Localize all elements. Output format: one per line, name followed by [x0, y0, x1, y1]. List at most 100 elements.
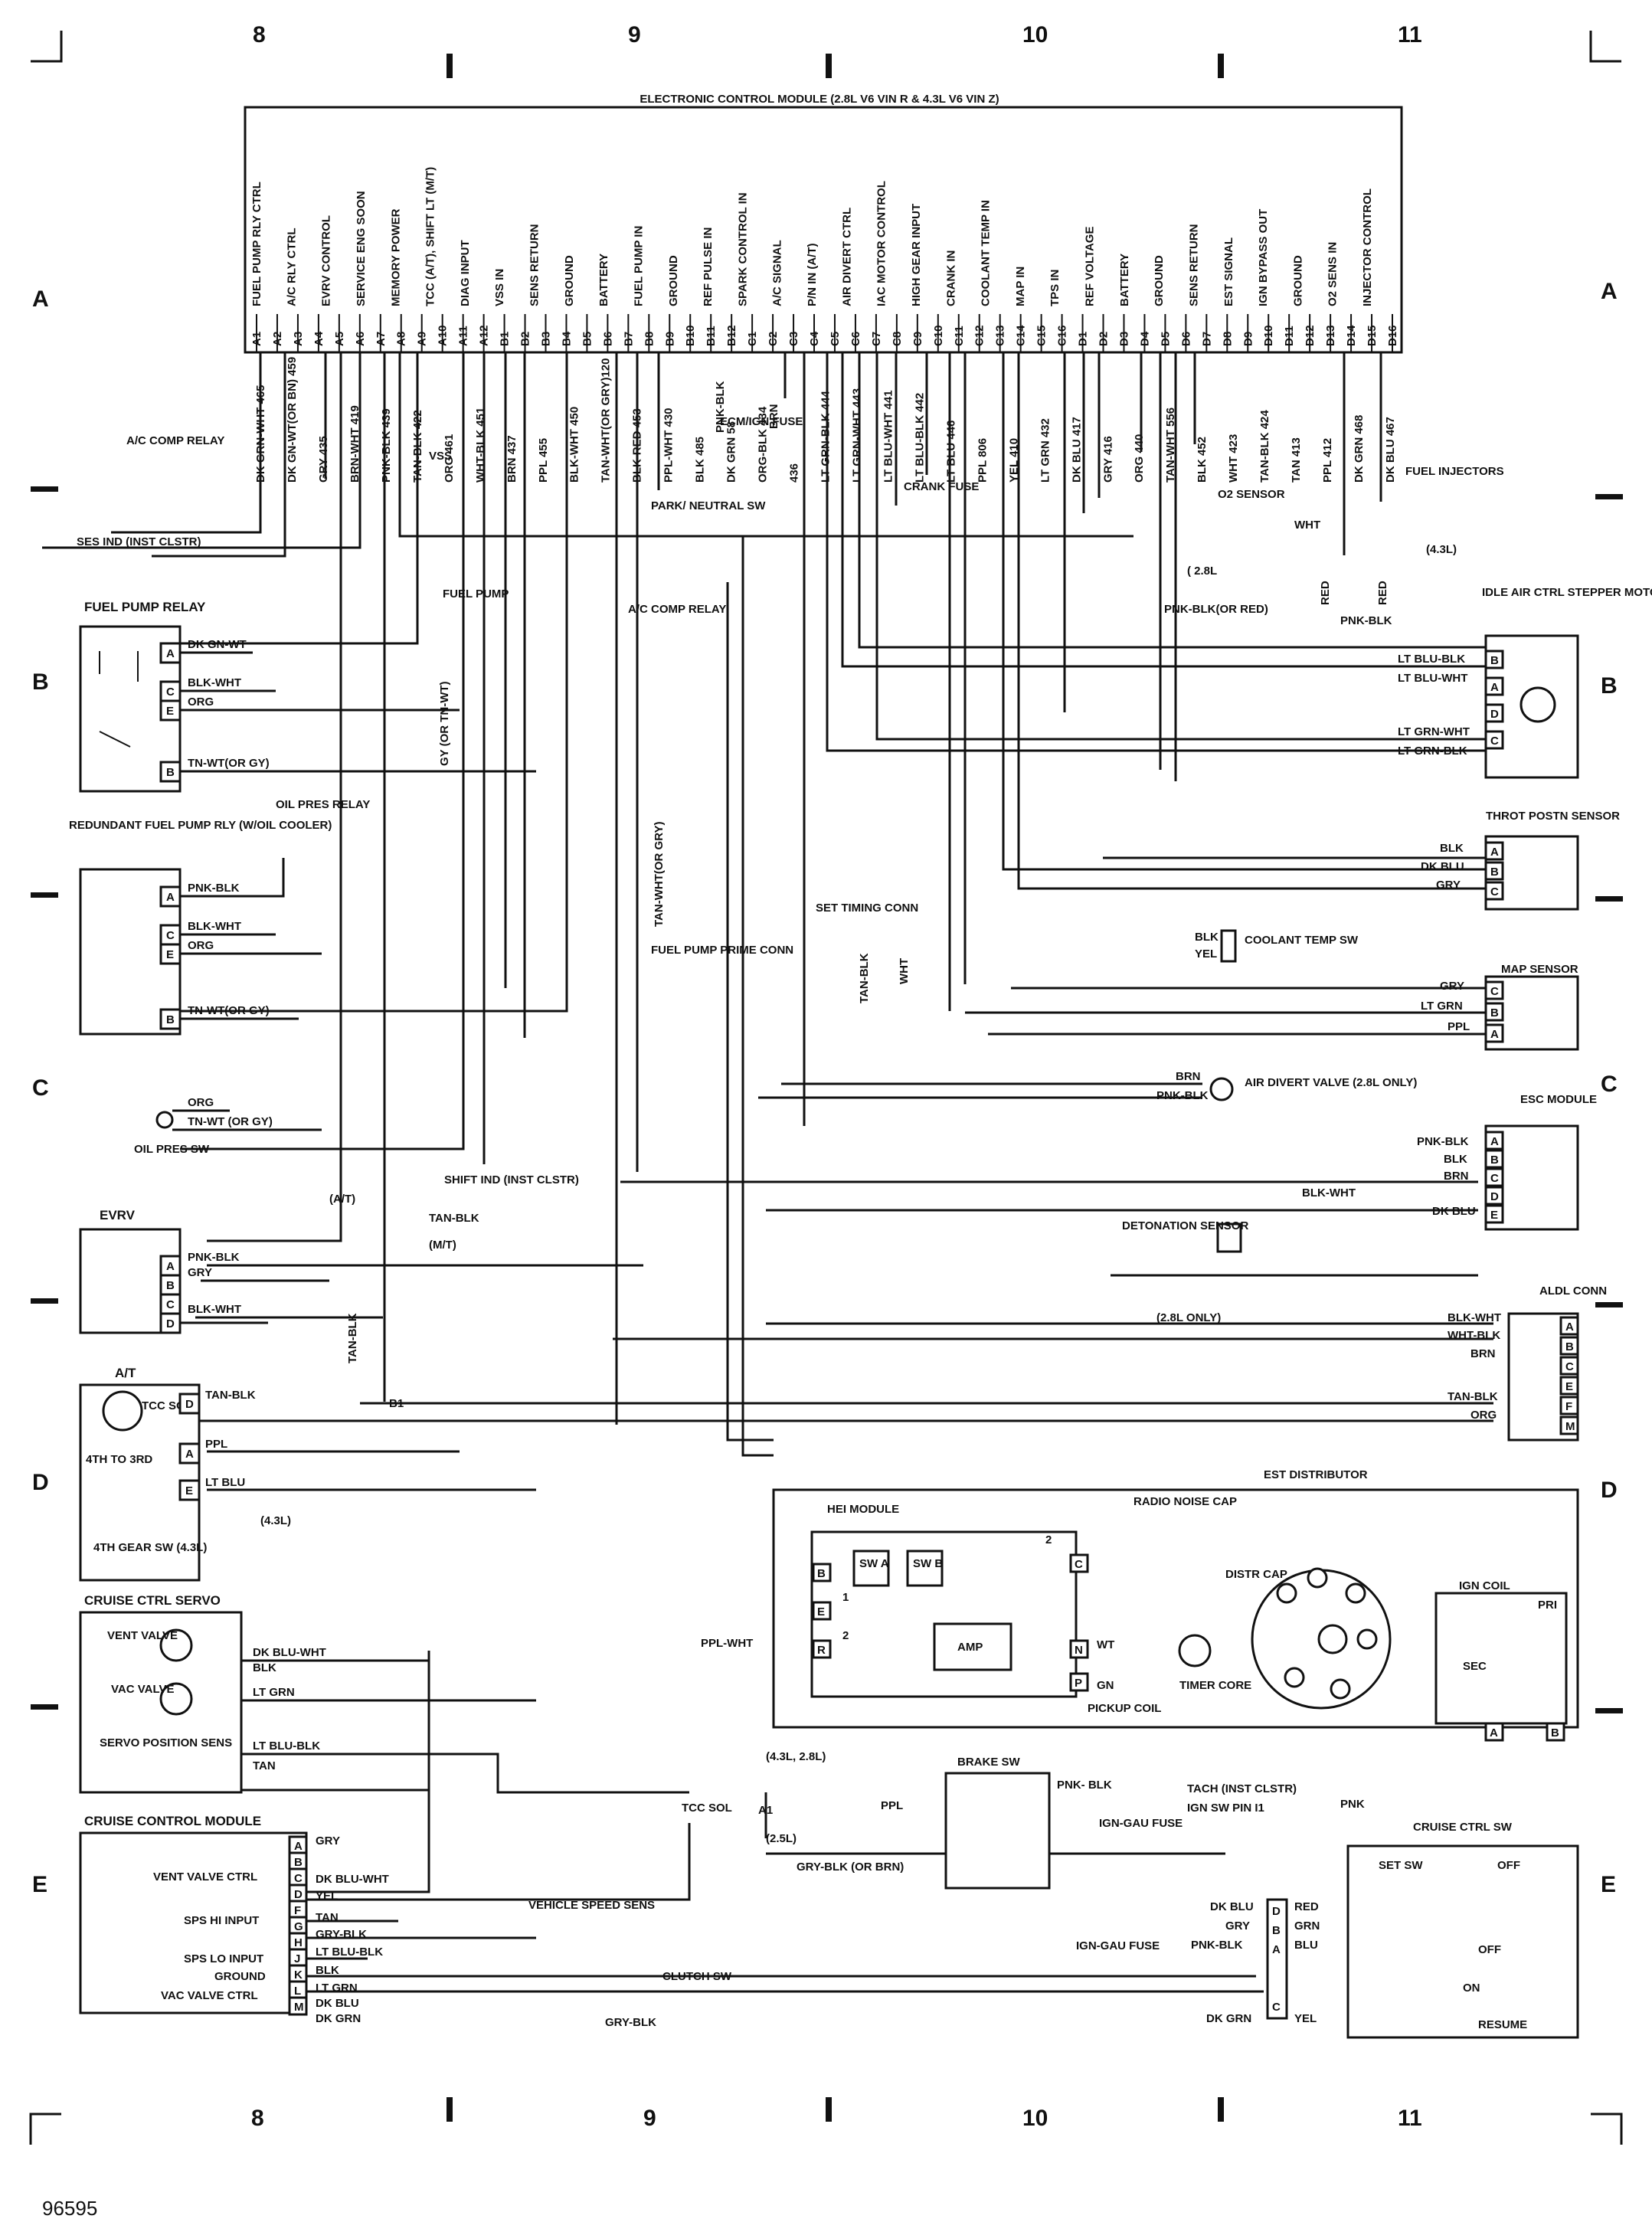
ecm-pin: D7	[1200, 332, 1213, 346]
ecm-wire-label: BLK 485	[694, 437, 707, 483]
label: YEL	[1294, 2012, 1317, 2025]
fuel-pump-relay: FUEL PUMP RELAY A C E B DK GN-WT BLK-WHT…	[79, 600, 536, 793]
svg-text:BLK-WHT: BLK-WHT	[1448, 1311, 1501, 1324]
ecm-pin: A8	[395, 332, 408, 346]
label: A/C COMP RELAY	[126, 434, 224, 447]
svg-text:D: D	[166, 1317, 175, 1330]
col-label: 8	[251, 2106, 264, 2131]
svg-text:TN-WT (OR GY): TN-WT (OR GY)	[188, 1115, 273, 1128]
svg-text:TAN-BLK: TAN-BLK	[1448, 1390, 1498, 1403]
svg-text:DK BLU-WHT: DK BLU-WHT	[316, 1873, 389, 1886]
svg-text:CRUISE CONTROL MODULE: CRUISE CONTROL MODULE	[84, 1814, 261, 1828]
label: IGN-GAU FUSE	[1076, 1939, 1160, 1952]
ecm-pin: B11	[705, 326, 718, 346]
ecm-function-label: INJECTOR CONTROL	[1361, 188, 1374, 306]
svg-text:EVRV: EVRV	[100, 1208, 136, 1222]
svg-text:PPL: PPL	[1448, 1020, 1470, 1033]
row-label: B	[32, 669, 49, 695]
row-label: A	[1601, 279, 1618, 304]
ecm-wire-label: BRN-WHT 419	[348, 405, 361, 483]
ecm-pin: B4	[560, 331, 573, 346]
label: PNK-BLK	[1340, 614, 1392, 627]
label: (2.5L)	[766, 1832, 797, 1845]
ecm-function-label: EVRV CONTROL	[320, 215, 333, 306]
ecm-wire-label: DK BLU 467	[1384, 417, 1397, 483]
svg-text:DK BLU: DK BLU	[1432, 1205, 1476, 1218]
svg-text:A: A	[1490, 1726, 1498, 1739]
ecm-pin: C8	[891, 332, 904, 346]
svg-text:ORG: ORG	[188, 1096, 214, 1109]
svg-text:C: C	[1272, 2001, 1281, 2014]
ecm-wire-label: TAN-BLK 424	[1258, 410, 1271, 483]
ecm-wire-label: GRY 435	[317, 436, 330, 483]
ecm-wire-label: PNK-BLK 439	[380, 408, 393, 483]
est-distributor: EST DISTRIBUTOR HEI MODULE RADIO NOISE C…	[772, 1468, 1579, 1742]
pin-label: M	[1565, 1420, 1575, 1433]
ecm-function-label: SERVICE ENG SOON	[355, 191, 368, 306]
oil-pres-relay: OIL PRES RELAY	[276, 798, 370, 811]
svg-text:COOLANT TEMP SW: COOLANT TEMP SW	[1245, 934, 1359, 947]
ecm-pin: C11	[953, 326, 966, 346]
svg-text:BRAKE SW: BRAKE SW	[957, 1756, 1021, 1769]
ecm-pin: B12	[725, 325, 738, 346]
svg-text:YEL: YEL	[316, 1890, 338, 1903]
label: TAN-BLK	[346, 1313, 359, 1363]
svg-text:DISTR CAP: DISTR CAP	[1225, 1568, 1287, 1581]
evrv: EVRV A B C D PNK-BLK GRY BLK-WHT	[79, 1208, 268, 1334]
svg-text:VAC VALVE CTRL: VAC VALVE CTRL	[161, 1989, 258, 2002]
relay-title: REDUNDANT FUEL PUMP RLY (W/OIL COOLER)	[69, 819, 332, 832]
row-label: E	[1601, 1872, 1616, 1897]
ecm-pin: A12	[478, 325, 491, 346]
svg-text:CRUISE CTRL SW: CRUISE CTRL SW	[1413, 1821, 1513, 1834]
ecm-wire-label: DK GRN 58	[725, 421, 738, 483]
svg-text:SPS HI INPUT: SPS HI INPUT	[184, 1914, 259, 1927]
label: A/C COMP RELAY	[628, 603, 726, 616]
pin-label: D	[294, 1888, 303, 1901]
pin-label: A	[1565, 1321, 1574, 1334]
ecm-pin: A9	[416, 332, 429, 346]
ecm-wire-label: LT BLU-BLK 442	[913, 393, 926, 483]
svg-text:E: E	[817, 1605, 825, 1618]
label: A1	[758, 1804, 773, 1817]
label: RED	[1376, 581, 1389, 605]
label: B1	[389, 1397, 404, 1410]
ecm-pin: D12	[1304, 325, 1317, 346]
ecm-wire-label: LT GRN 432	[1039, 418, 1052, 483]
svg-text:BLK-WHT: BLK-WHT	[188, 676, 241, 689]
coolant-temp-switch: BLK YEL COOLANT TEMP SW	[1195, 929, 1359, 963]
svg-text:BRN: BRN	[1470, 1347, 1496, 1360]
svg-text:C: C	[166, 1298, 175, 1311]
svg-text:LT BLU-BLK: LT BLU-BLK	[316, 1946, 383, 1959]
pin-label: J	[294, 1952, 300, 1965]
pin-label: A	[1490, 846, 1499, 859]
oil-pres-sw-title: OIL PRES SW	[134, 1143, 210, 1156]
detonation-sensor: DETONATION SENSOR	[1122, 1219, 1248, 1253]
svg-text:GRY: GRY	[1436, 879, 1461, 892]
svg-text:B: B	[817, 1567, 826, 1580]
ecm-wire-label: PPL-WHT 430	[662, 407, 676, 483]
row-labels-left: A B C D E	[31, 286, 58, 1897]
pin-label: C	[1490, 735, 1499, 748]
svg-text:TIMER CORE: TIMER CORE	[1179, 1679, 1251, 1692]
ecm-pin: C9	[911, 332, 924, 346]
label: (4.3L)	[1426, 543, 1457, 556]
col-label: 9	[628, 22, 641, 47]
ecm-pin: B2	[519, 332, 532, 346]
redundant-fuel-pump-relay: REDUNDANT FUEL PUMP RLY (W/OIL COOLER) O…	[69, 798, 370, 1036]
ecm-wire-label: DK BLU 417	[1070, 417, 1083, 483]
svg-text:LT BLU: LT BLU	[205, 1476, 245, 1489]
ecm-pin: C4	[808, 331, 821, 346]
pin-label: C	[1565, 1360, 1574, 1373]
label: ECM/IGN FUSE	[720, 415, 803, 428]
pin-label: A	[1490, 1028, 1499, 1041]
label: RED	[1319, 581, 1332, 605]
label: WHT	[1294, 519, 1320, 532]
svg-text:WHT-BLK: WHT-BLK	[1448, 1329, 1500, 1342]
label: FUEL INJECTORS	[1405, 465, 1504, 478]
ecm-pin: D5	[1159, 332, 1172, 346]
pin-label: C	[294, 1872, 303, 1885]
svg-text:DK BLU: DK BLU	[1210, 1900, 1254, 1913]
